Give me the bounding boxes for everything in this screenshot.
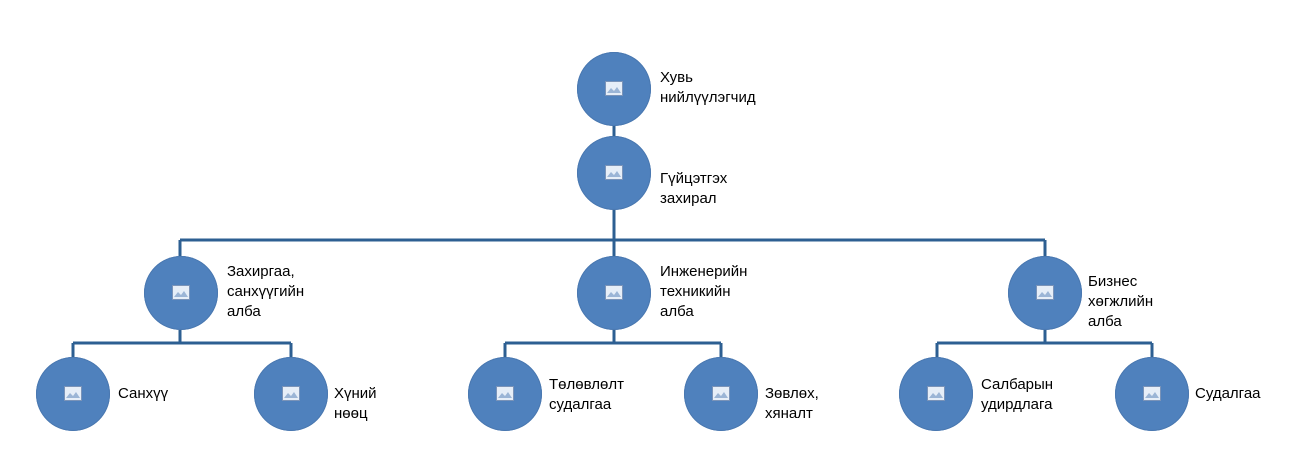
node-label: Хүний нөөц xyxy=(334,385,377,422)
node-label: Инженерийн техникийн алба xyxy=(660,263,748,320)
picture-placeholder-icon xyxy=(496,386,514,401)
node-label: Төлөвлөлт судалгаа xyxy=(549,376,624,413)
picture-placeholder-icon xyxy=(605,285,623,300)
picture-placeholder-icon xyxy=(605,81,623,96)
node-label: Бизнес хөгжлийн алба xyxy=(1088,273,1154,330)
picture-placeholder-icon xyxy=(64,386,82,401)
picture-placeholder-icon xyxy=(1143,386,1161,401)
node-label: Санхүү xyxy=(118,385,169,402)
node-label: Зөвлөх, хяналт xyxy=(765,385,819,422)
picture-placeholder-icon xyxy=(605,165,623,180)
node-label: Судалгаа xyxy=(1195,385,1261,402)
node-label: Салбарын удирдлага xyxy=(981,376,1054,413)
picture-placeholder-icon xyxy=(927,386,945,401)
picture-placeholder-icon xyxy=(282,386,300,401)
picture-placeholder-icon xyxy=(172,285,190,300)
picture-placeholder-icon xyxy=(1036,285,1054,300)
picture-placeholder-icon xyxy=(712,386,730,401)
node-label: Захиргаа, санхүүгийн алба xyxy=(227,263,305,320)
node-label: Хувь нийлүүлэгчид xyxy=(660,69,756,106)
node-label: Гүйцэтгэх захирал xyxy=(660,170,728,207)
